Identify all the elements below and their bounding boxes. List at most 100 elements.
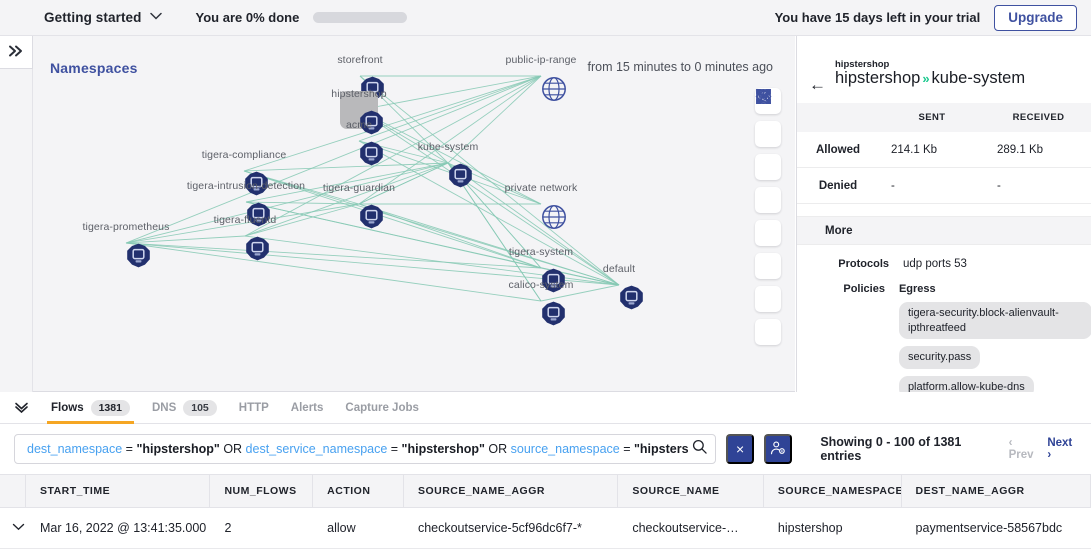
node-label: tigera-guardian [322, 182, 396, 194]
header-expand-spacer [0, 475, 26, 507]
protocols-row: Protocols udp ports 53 [797, 258, 1091, 270]
search-input[interactable]: dest_namespace = "hipstershop" OR dest_s… [14, 434, 716, 464]
query-token-field: source_namespace [510, 442, 620, 456]
sidebar-expand-button[interactable] [0, 36, 33, 69]
tab-http[interactable]: HTTP [239, 393, 269, 424]
node-label: tigera-compliance [201, 149, 287, 161]
col-received: RECEIVED [1012, 112, 1065, 123]
query-token-field: dest_service_namespace [245, 442, 388, 456]
traffic-table-head: SENT RECEIVED [797, 103, 1091, 132]
query-token-op: = [122, 442, 137, 456]
query-token-op: OR [484, 442, 511, 456]
top-bar: Getting started You are 0% done You have… [0, 0, 1091, 36]
tab-flows[interactable]: Flows 1381 [47, 393, 134, 424]
next-page-button[interactable]: Next › [1047, 437, 1073, 461]
zoom-out-button[interactable] [755, 89, 781, 246]
refresh-button[interactable] [755, 89, 781, 345]
divider [797, 204, 1091, 217]
query-token-op: OR [219, 442, 246, 456]
tab-label: DNS [151, 402, 177, 414]
column-header-num_flows[interactable]: NUM_FLOWS [210, 475, 314, 507]
query-token-val: "hipstershop" [634, 442, 688, 456]
prev-page-button[interactable]: ‹ Prev [1008, 437, 1034, 461]
visibility-button[interactable] [755, 90, 781, 279]
clear-filter-button[interactable]: × [726, 434, 755, 464]
saved-filters-button[interactable] [764, 434, 793, 464]
traffic-row-denied: Denied - - [797, 168, 1091, 204]
query-token-val: "hipstershop" [401, 442, 485, 456]
query-token-op: = [619, 442, 634, 456]
graph-edges [125, 75, 620, 302]
chevron-down-icon[interactable] [149, 12, 162, 23]
column-header-start_time[interactable]: START_TIME [26, 475, 211, 507]
policy-pill[interactable]: security.pass [898, 346, 981, 369]
cell-dest-name-aggr: paymentservice-58567bdc [915, 521, 1063, 535]
detail-title: hipstershop»kube-system [835, 69, 1025, 88]
tab-label: Capture Jobs [345, 402, 419, 414]
fit-to-screen-button[interactable] [755, 89, 781, 147]
node-label: tigera-intrusion-detection [186, 180, 306, 192]
row-expand-toggle[interactable] [0, 508, 26, 548]
tab-label: Flows [51, 402, 84, 414]
row-received: - [997, 179, 1001, 192]
query-token-val: "hipstershop" [136, 442, 220, 456]
column-header-source_namespace[interactable]: SOURCE_NAMESPACE [764, 475, 902, 507]
chevron-down-double-icon[interactable] [14, 401, 29, 416]
node-label: private network [504, 182, 578, 194]
node-label: calico-system [508, 279, 574, 291]
policies-label: Policies [843, 283, 885, 295]
pan-button[interactable] [755, 90, 781, 180]
graph-toolbar[interactable] [755, 88, 781, 345]
getting-started-label[interactable]: Getting started [44, 10, 142, 25]
node-label: hipstershop [331, 88, 387, 100]
tab-label: Alerts [290, 402, 324, 414]
cell-source-name-aggr: checkoutservice-5cf96dc6f7-* [417, 521, 582, 535]
detail-title-arrow: » [922, 71, 930, 86]
row-sent: 214.1 Kb [891, 143, 938, 156]
row-label: Allowed [815, 143, 861, 156]
column-header-dest_name_aggr[interactable]: DEST_NAME_AGGR [902, 475, 1091, 507]
user-settings-icon [770, 440, 786, 459]
undo-button[interactable] [755, 90, 781, 312]
policy-list: tigera-security.block-alienvault-ipthrea… [898, 295, 1091, 392]
table-row[interactable]: Mar 16, 2022 @ 13:41:35.000 2 allow chec… [0, 508, 1091, 549]
close-icon: × [735, 441, 745, 457]
detail-breadcrumb: hipstershop [835, 59, 890, 70]
page-title: Namespaces [50, 60, 138, 76]
query-token-op: = [387, 442, 402, 456]
flow-detail-panel: hipstershop ← hipstershop»kube-system SE… [796, 36, 1091, 392]
search-icon[interactable] [692, 439, 707, 459]
policy-pill[interactable]: tigera-security.block-alienvault-ipthrea… [898, 302, 1091, 340]
node-label: default [602, 263, 636, 275]
cell-num-flows: 2 [224, 521, 232, 535]
detail-title-source: hipstershop [835, 69, 921, 87]
row-received: 289.1 Kb [997, 143, 1044, 156]
tab-capture-jobs[interactable]: Capture Jobs [345, 393, 419, 424]
node-label: tigera-fluentd [213, 214, 277, 226]
column-header-source_name[interactable]: SOURCE_NAME [618, 475, 764, 507]
chevron-down-icon [12, 522, 25, 534]
tab-alerts[interactable]: Alerts [291, 393, 324, 424]
arrow-left-icon[interactable]: ← [809, 75, 826, 94]
upgrade-button[interactable]: Upgrade [994, 4, 1077, 31]
query-token-field: dest_namespace [27, 442, 123, 456]
column-header-source_name_aggr[interactable]: SOURCE_NAME_AGGR [404, 475, 619, 507]
more-section-header[interactable]: More [797, 217, 1091, 245]
namespace-graph[interactable]: Namespaces from 15 minutes to 0 minutes … [33, 36, 795, 392]
policies-direction: Egress [898, 283, 936, 295]
cell-action: allow [327, 521, 356, 535]
column-header-action[interactable]: ACTION [313, 475, 404, 507]
zoom-in-button[interactable] [755, 89, 781, 213]
policy-pill[interactable]: platform.allow-kube-dns [898, 375, 1034, 392]
left-rail-column [0, 69, 33, 392]
cell-source-namespace: hipstershop [777, 521, 843, 535]
tab-label: HTTP [238, 402, 269, 414]
row-sent: - [891, 179, 895, 192]
tab-badge: 1381 [90, 400, 130, 416]
